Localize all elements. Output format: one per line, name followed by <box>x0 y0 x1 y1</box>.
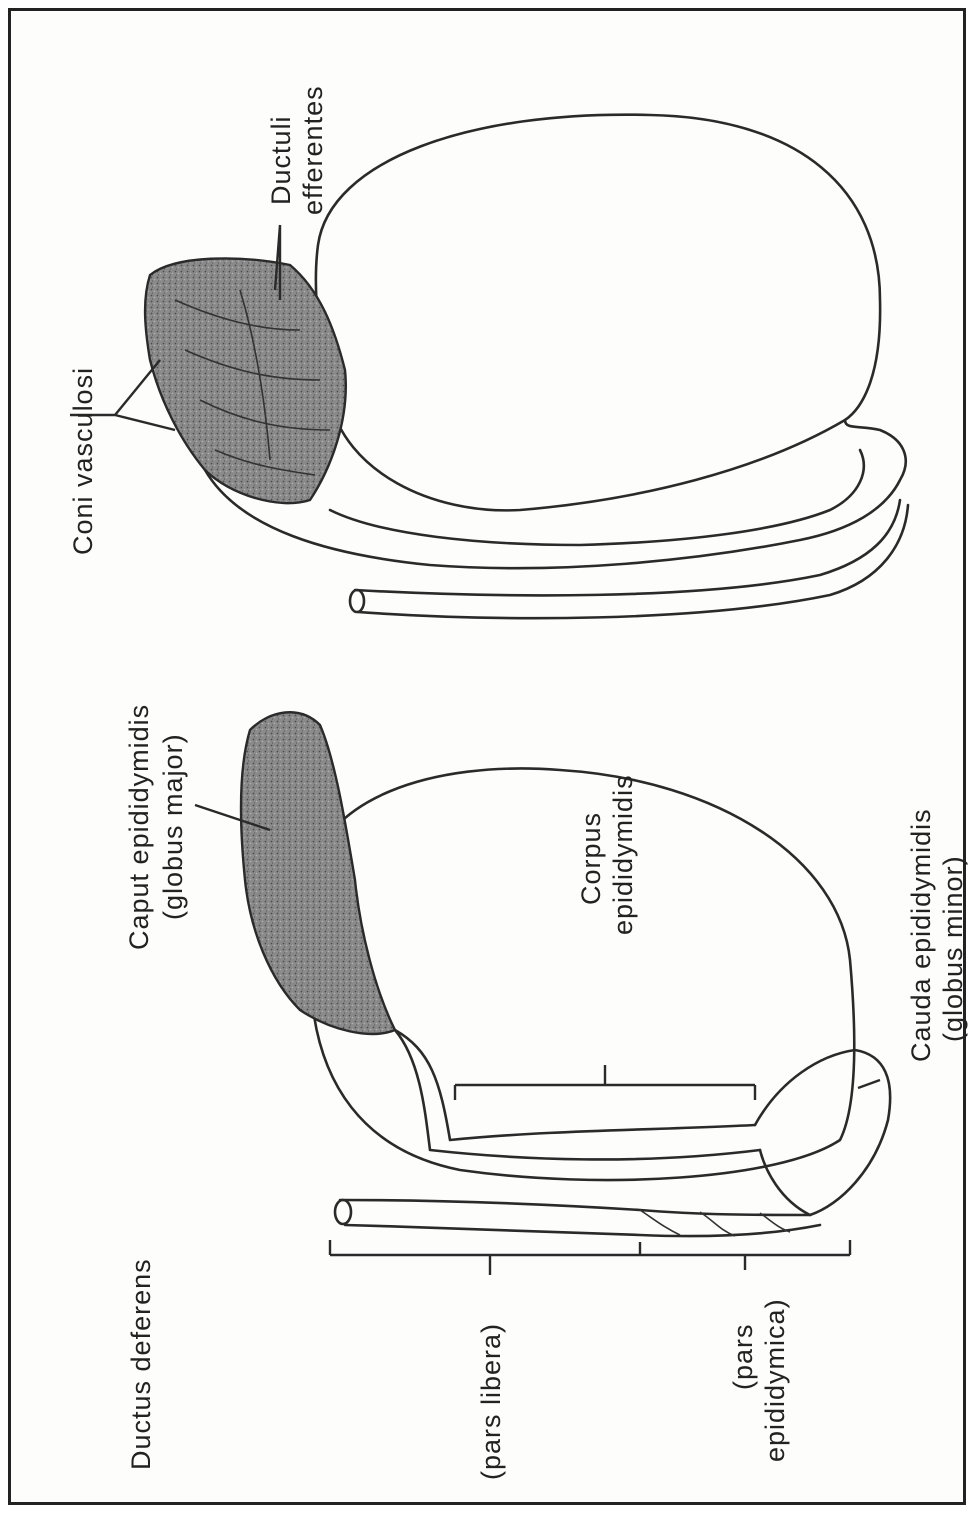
top-testis-outline <box>316 115 880 511</box>
label-ductuli-efferentes-1: Ductuli <box>266 115 296 205</box>
bottom-ductus-opening <box>335 1200 351 1224</box>
top-ductus-deferens <box>355 500 908 618</box>
bottom-ductus-deferens <box>340 1200 820 1236</box>
label-caput-1: Caput epididymidis <box>124 704 154 950</box>
label-cauda-1: Cauda epididymidis <box>906 808 936 1062</box>
label-pars-libera: (pars libera) <box>476 1323 506 1480</box>
cauda-leader <box>858 1080 880 1088</box>
top-ductus-opening <box>350 590 364 612</box>
top-epididymis-inner <box>330 450 864 545</box>
label-corpus-1: Corpus <box>576 812 606 905</box>
label-ductus-deferens: Ductus deferens <box>126 1258 156 1470</box>
cauda-epididymidis-outline <box>755 1050 890 1215</box>
corpus-epididymidis-outline <box>395 1030 760 1159</box>
bottom-figure <box>195 712 890 1275</box>
label-pars-epididymica-1: (pars <box>728 1323 758 1390</box>
caput-epididymidis-mass <box>241 712 395 1034</box>
top-figure <box>70 115 908 618</box>
label-ductuli-efferentes-2: efferentes <box>298 85 328 215</box>
label-pars-epididymica-2: epididymica) <box>760 1298 790 1462</box>
label-coni-vasculosi: Coni vasculosi <box>68 367 98 555</box>
label-caput-2: (globus major) <box>158 733 188 920</box>
label-corpus-2: epididymidis <box>608 774 638 935</box>
coni-vasculosi-mass <box>145 258 346 503</box>
label-cauda-2: (globus minor) <box>938 855 968 1042</box>
corpus-bracket <box>455 1065 755 1100</box>
ductus-deferens-bracket <box>330 1240 850 1255</box>
